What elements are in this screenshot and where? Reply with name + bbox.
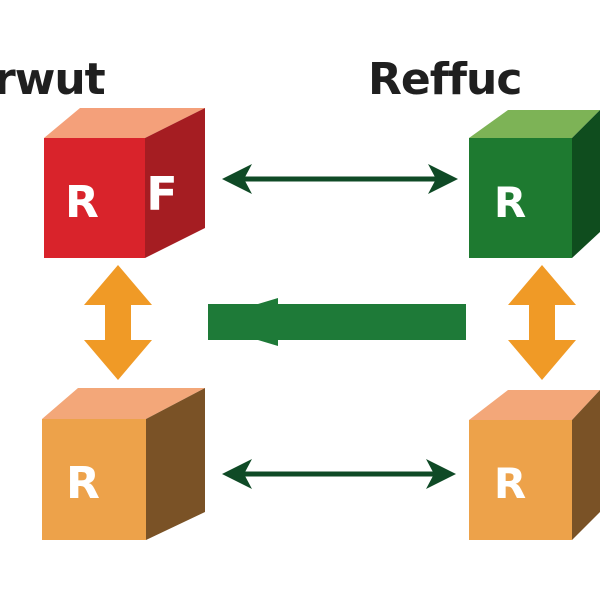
- cube-bottom-right-front-face: [469, 420, 572, 540]
- cube-top-left: R F: [44, 108, 205, 258]
- orange-double-arrow-right: [508, 265, 576, 380]
- cube-top-right-front-face: [469, 138, 572, 258]
- cube-bottom-right-top-face: [469, 390, 600, 420]
- cube-top-right: R: [469, 110, 600, 258]
- right-heading: Reffuc: [368, 54, 522, 105]
- cube-bottom-right: R: [469, 390, 600, 540]
- double-arrow-bottom: [222, 459, 456, 489]
- cube-top-left-side-face: [145, 108, 205, 258]
- cube-bottom-left-side-face: [146, 388, 205, 540]
- cube-top-left-top-face: [44, 108, 205, 138]
- left-heading: rwut: [0, 54, 106, 105]
- cube-bottom-left-front-face: [42, 419, 146, 540]
- cube-bottom-left: R: [42, 388, 205, 540]
- cube-bottom-left-front-letter: R: [66, 458, 100, 509]
- cube-top-left-front-letter: R: [65, 177, 99, 228]
- cube-bottom-right-side-face: [572, 390, 600, 540]
- double-arrow-top: [222, 164, 458, 194]
- cube-top-left-front-face: [44, 138, 145, 258]
- cube-top-right-front-letter: R: [494, 178, 526, 227]
- green-arrow-left: [208, 298, 466, 346]
- cube-top-right-top-face: [469, 110, 600, 138]
- cube-bottom-left-top-face: [42, 388, 205, 419]
- cube-top-right-side-face: [572, 110, 600, 258]
- cube-top-left-side-letter: F: [146, 167, 177, 221]
- cube-bottom-right-front-letter: R: [494, 459, 526, 508]
- orange-double-arrow-left: [84, 265, 152, 380]
